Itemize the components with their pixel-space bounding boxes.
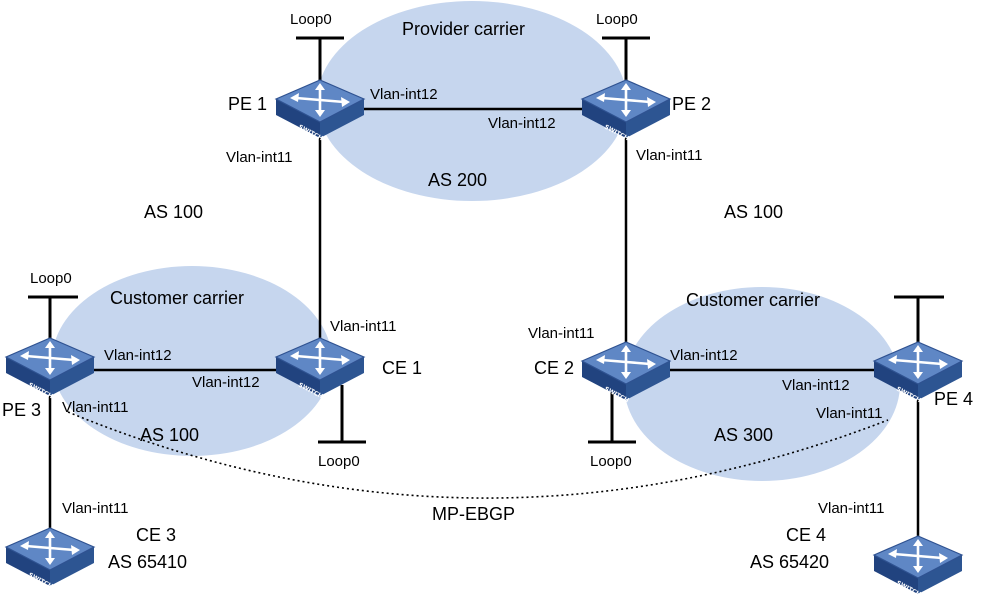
iface-pe3-loop: Loop0 [30, 270, 72, 287]
iface-ce3-to-pe3: Vlan-int11 [62, 500, 128, 517]
iface-ce1-to-pe1: Vlan-int11 [330, 318, 396, 335]
iface-pe3-to-ce1: Vlan-int12 [104, 347, 172, 364]
customer-carrier-right-title: Customer carrier [686, 290, 820, 310]
device-as-ce4: AS 65420 [750, 552, 829, 572]
iface-pe1-loop: Loop0 [290, 11, 332, 28]
device-as-ce3: AS 65410 [108, 552, 187, 572]
customer-right-as-label: AS 300 [714, 425, 773, 445]
device-label-pe4: PE 4 [934, 389, 973, 409]
device-label-pe3: PE 3 [2, 400, 41, 420]
loopback-pe4 [894, 295, 944, 342]
customer-carrier-right-region [624, 287, 900, 481]
iface-pe4-to-ce4: Vlan-int11 [816, 405, 882, 422]
loopback-ce2 [588, 385, 636, 444]
customer-left-as-label: AS 100 [140, 425, 199, 445]
customer-carrier-left-region [52, 266, 332, 456]
iface-pe3-to-ce3: Vlan-int11 [62, 399, 128, 416]
mp-ebgp-label: MP-EBGP [432, 504, 515, 524]
iface-ce2-to-pe4: Vlan-int12 [670, 347, 738, 364]
as-label-right: AS 100 [724, 202, 783, 222]
iface-pe1-to-pe2: Vlan-int12 [370, 86, 438, 103]
loopback-pe1 [296, 36, 344, 80]
iface-ce2-loop: Loop0 [590, 453, 632, 470]
device-label-ce3: CE 3 [136, 525, 176, 545]
iface-ce2-to-pe2: Vlan-int11 [528, 325, 594, 342]
provider-carrier-title: Provider carrier [402, 19, 525, 39]
iface-ce1-loop: Loop0 [318, 453, 360, 470]
iface-pe4-to-ce2: Vlan-int12 [782, 377, 850, 394]
device-label-ce1: CE 1 [382, 358, 422, 378]
switch-icon-ce3: SWITCH [4, 526, 96, 590]
device-label-pe1: PE 1 [228, 94, 267, 114]
iface-pe2-loop: Loop0 [596, 11, 638, 28]
provider-carrier-region [317, 1, 627, 201]
loopback-pe2 [602, 36, 650, 80]
device-label-pe2: PE 2 [672, 94, 711, 114]
provider-as-label: AS 200 [428, 170, 487, 190]
device-label-ce2: CE 2 [534, 358, 574, 378]
loopback-pe3 [28, 295, 78, 338]
iface-pe2-to-ce2: Vlan-int11 [636, 147, 702, 164]
switch-icon-ce4: SWITCH [872, 534, 964, 598]
device-label-ce4: CE 4 [786, 525, 826, 545]
iface-pe2-to-pe1: Vlan-int12 [488, 115, 556, 132]
customer-carrier-left-title: Customer carrier [110, 288, 244, 308]
iface-ce4-to-pe4: Vlan-int11 [818, 500, 884, 517]
loopback-ce1 [318, 385, 366, 444]
as-label-left: AS 100 [144, 202, 203, 222]
iface-pe1-to-ce1: Vlan-int11 [226, 149, 292, 166]
iface-ce1-to-pe3: Vlan-int12 [192, 374, 260, 391]
mp-ebgp-session [67, 411, 889, 499]
